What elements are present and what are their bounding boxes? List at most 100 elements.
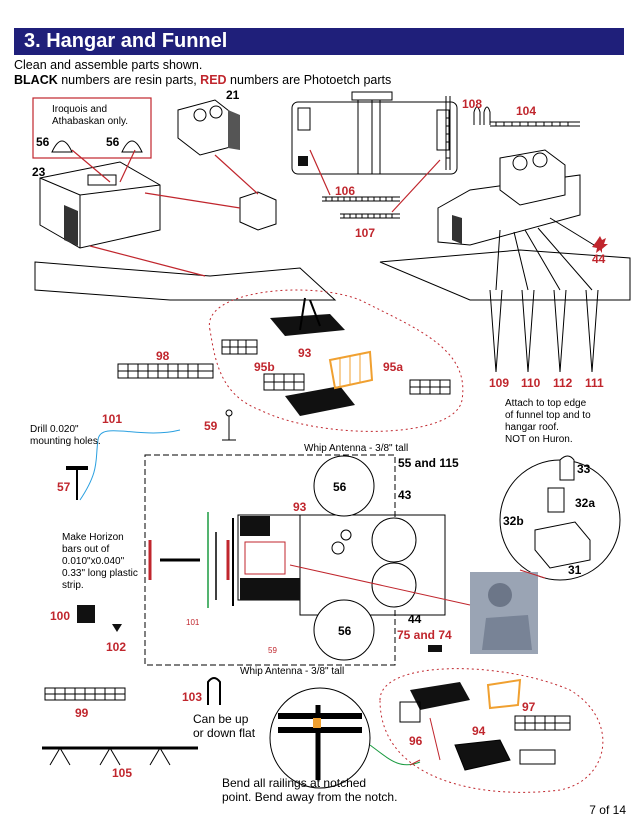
label-105: 105 bbox=[112, 766, 133, 780]
block-b bbox=[240, 578, 300, 600]
part-94-platform bbox=[410, 678, 522, 710]
note-attach-3: hangar roof. bbox=[505, 422, 559, 433]
label-21: 21 bbox=[226, 88, 240, 102]
group-outline-bottom bbox=[379, 668, 604, 793]
note-horizon-5: strip. bbox=[62, 580, 84, 591]
note-horizon-1: Make Horizon bbox=[62, 532, 124, 543]
hangar-23 bbox=[39, 161, 161, 249]
note-attach-4: NOT on Huron. bbox=[505, 434, 573, 445]
label-104: 104 bbox=[516, 104, 537, 118]
part-102 bbox=[112, 624, 122, 632]
label-103: 103 bbox=[182, 690, 203, 704]
blue-leader-drill bbox=[97, 429, 181, 441]
note-drill-1: Drill 0.020" bbox=[30, 424, 79, 435]
label-44a: 44 bbox=[592, 252, 606, 266]
leader-photo bbox=[289, 564, 471, 606]
black-word: BLACK bbox=[14, 73, 58, 87]
label-55-115: 55 and 115 bbox=[398, 456, 459, 470]
label-33: 33 bbox=[577, 462, 591, 476]
circle-56-top bbox=[313, 455, 375, 517]
label-112: 112 bbox=[553, 376, 573, 390]
note-bend-1: Bend all railings at notched bbox=[222, 776, 367, 790]
label-43: 43 bbox=[398, 488, 412, 502]
label-32a: 32a bbox=[575, 496, 596, 510]
label-23: 23 bbox=[32, 165, 46, 179]
label-111: 111 bbox=[585, 376, 604, 390]
label-56a: 56 bbox=[36, 135, 50, 149]
label-96: 96 bbox=[409, 734, 423, 748]
note-bend-2: point. Bend away from the notch. bbox=[222, 790, 398, 804]
intro-line-2: BLACK numbers are resin parts, RED numbe… bbox=[14, 73, 391, 88]
main-deck-outline bbox=[144, 454, 396, 666]
label-44b: 44 bbox=[408, 612, 422, 626]
label-101-small: 101 bbox=[186, 618, 200, 627]
label-57: 57 bbox=[57, 480, 71, 494]
label-93b: 93 bbox=[293, 500, 307, 514]
railings-bottom bbox=[399, 701, 571, 771]
note-whip-top: Whip Antenna - 3/8" tall bbox=[304, 443, 409, 454]
detail-square bbox=[244, 541, 286, 575]
black-rest: numbers are resin parts, bbox=[57, 73, 201, 87]
intro-text: Clean and assemble parts shown. BLACK nu… bbox=[14, 58, 391, 88]
label-108: 108 bbox=[462, 97, 483, 111]
note-horizon-3: 0.010"x0.040" bbox=[62, 556, 125, 567]
note-iroquois: Iroquois and bbox=[52, 104, 108, 115]
part-59 bbox=[222, 409, 236, 441]
note-horizon-2: bars out of bbox=[62, 544, 110, 555]
group-outline-top bbox=[209, 289, 464, 432]
deck-outline-left bbox=[34, 261, 337, 301]
label-32b: 32b bbox=[503, 514, 524, 528]
part-57 bbox=[66, 466, 88, 500]
note-can-be-1: Can be up bbox=[193, 712, 249, 726]
circle-56-bottom bbox=[313, 599, 375, 661]
label-95b: 95b bbox=[254, 360, 275, 374]
part-box bbox=[239, 191, 277, 231]
label-56c: 56 bbox=[333, 480, 347, 494]
label-95a: 95a bbox=[383, 360, 404, 374]
label-93a: 93 bbox=[298, 346, 312, 360]
maple-leaf-icon bbox=[592, 236, 608, 253]
label-97: 97 bbox=[522, 700, 536, 714]
section-title: 3. Hangar and Funnel bbox=[14, 28, 624, 55]
part-21 bbox=[177, 99, 240, 156]
funnel-area bbox=[299, 514, 446, 616]
block-a bbox=[240, 516, 270, 536]
label-56b: 56 bbox=[106, 135, 120, 149]
label-98: 98 bbox=[156, 349, 170, 363]
part-100 bbox=[77, 605, 95, 623]
label-56d: 56 bbox=[338, 624, 352, 638]
funnel-circle-1 bbox=[371, 517, 417, 563]
label-99: 99 bbox=[75, 706, 89, 720]
part-93-platform bbox=[270, 297, 345, 336]
page-number: 7 of 14 bbox=[589, 803, 626, 817]
hangar-3d-right bbox=[437, 149, 581, 246]
label-101: 101 bbox=[102, 412, 123, 426]
part-103 bbox=[207, 677, 221, 705]
label-107: 107 bbox=[355, 226, 376, 240]
rail-detail-zoom bbox=[269, 687, 371, 789]
note-whip-bottom: Whip Antenna - 3/8" tall bbox=[240, 666, 345, 677]
label-75-74: 75 and 74 bbox=[397, 628, 452, 642]
leader-44 bbox=[549, 217, 595, 246]
part-99-railing bbox=[44, 687, 126, 701]
deck-outline-right bbox=[379, 249, 631, 301]
part-105 bbox=[42, 746, 198, 766]
label-31: 31 bbox=[568, 563, 582, 577]
part-56-dome-b bbox=[121, 140, 143, 153]
hangar-top-view bbox=[291, 91, 458, 175]
note-drill-2: mounting holes. bbox=[30, 436, 101, 447]
label-59-small: 59 bbox=[268, 646, 277, 655]
ladder-rungs bbox=[325, 101, 569, 218]
label-100: 100 bbox=[50, 609, 71, 623]
red-rest: numbers are Photoetch parts bbox=[226, 73, 392, 87]
part-98-railing bbox=[117, 363, 214, 379]
part-56-dome-a bbox=[51, 140, 73, 153]
label-110: 110 bbox=[521, 376, 541, 390]
part-95-platform bbox=[285, 350, 374, 416]
note-athabaskan: Athabaskan only. bbox=[52, 116, 128, 127]
intro-line-1: Clean and assemble parts shown. bbox=[14, 58, 203, 72]
note-attach-2: of funnel top and to bbox=[505, 410, 591, 421]
iroquois-box bbox=[32, 97, 152, 159]
part-31-assembly bbox=[534, 455, 591, 569]
